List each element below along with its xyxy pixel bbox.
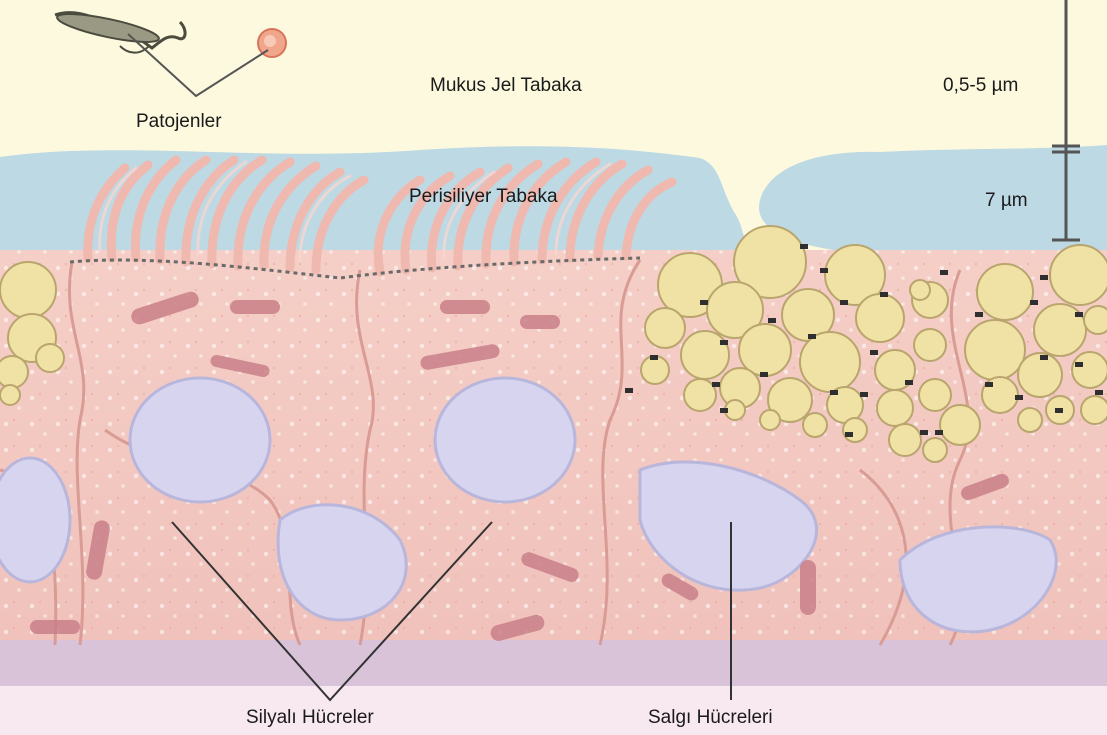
basement-membrane	[0, 640, 1107, 688]
periciliary-layer-label: Perisiliyer Tabaka	[409, 187, 558, 206]
ciliated-cells-label: Silyalı Hücreler	[246, 708, 374, 727]
mucus-gel-layer-label: Mukus Jel Tabaka	[430, 76, 582, 95]
secretory-cells-label: Salgı Hücreleri	[648, 708, 773, 727]
periciliary-thickness-label: 7 µm	[985, 191, 1028, 210]
mucus-thickness-label: 0,5-5 µm	[943, 76, 1018, 95]
pathogens-label: Patojenler	[136, 112, 222, 131]
